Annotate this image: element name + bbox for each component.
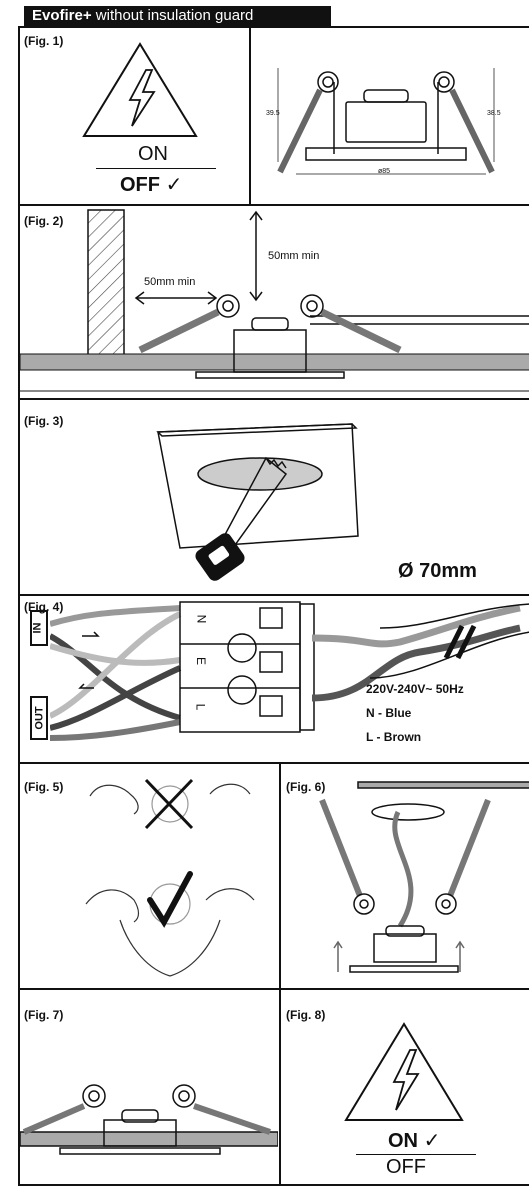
top-clearance-text: 50mm min bbox=[268, 250, 320, 262]
fig1-off-text: OFF ✓ bbox=[120, 172, 182, 197]
document-title: Evofire+ without insulation guard bbox=[24, 6, 331, 26]
fig8-panel bbox=[279, 988, 529, 1186]
warning-triangle-icon-2 bbox=[344, 1022, 464, 1121]
fitting-dimension-drawing bbox=[277, 68, 495, 175]
installed-fitting-drawing bbox=[20, 1084, 278, 1155]
voltage-text: 220V-240V~ 50Hz bbox=[366, 682, 464, 696]
title-subtitle: without insulation guard bbox=[91, 7, 254, 24]
fig7-label: (Fig. 7) bbox=[24, 1008, 64, 1022]
insertion-drawing bbox=[319, 781, 529, 973]
fig1-label: (Fig. 1) bbox=[24, 34, 64, 48]
dim-left-text: 39.5 bbox=[266, 110, 280, 117]
warning-triangle-icon bbox=[82, 42, 198, 137]
cutout-diameter-text: Ø 70mm bbox=[398, 560, 477, 582]
terminal-l: L bbox=[193, 703, 208, 711]
brand-name: Evofire+ bbox=[32, 7, 92, 24]
terminal-n: N bbox=[194, 614, 209, 624]
check-icon-2: ✓ bbox=[423, 1130, 441, 1152]
fig1-off-label: OFF bbox=[120, 174, 160, 196]
fig1-on-text: ON bbox=[138, 143, 168, 165]
out-tag-text: OUT bbox=[33, 706, 46, 730]
dim-right-text: 38.5 bbox=[487, 110, 501, 117]
fig5-label: (Fig. 5) bbox=[24, 780, 64, 794]
live-text: L - Brown bbox=[366, 730, 422, 744]
check-icon: ✓ bbox=[165, 174, 183, 196]
wiring-connector-drawing bbox=[50, 601, 529, 741]
side-clearance-text: 50mm min bbox=[144, 276, 196, 288]
in-tag: IN bbox=[30, 610, 48, 646]
out-tag: OUT bbox=[30, 696, 48, 740]
clearance-drawing bbox=[20, 209, 529, 392]
dim-bottom-text: ø85 bbox=[378, 168, 391, 175]
fig8-on-label: ON bbox=[388, 1130, 418, 1152]
in-tag-text: IN bbox=[31, 622, 44, 634]
fig3-label: (Fig. 3) bbox=[24, 414, 64, 428]
cutout-saw-drawing bbox=[156, 423, 359, 581]
fig8-label: (Fig. 8) bbox=[286, 1008, 326, 1022]
spring-handling-drawing bbox=[85, 778, 255, 977]
fig8-off-text: OFF bbox=[386, 1156, 426, 1178]
terminal-e: E bbox=[194, 656, 209, 666]
fig1-divider bbox=[96, 168, 216, 169]
fig8-on-text: ON ✓ bbox=[388, 1128, 440, 1153]
fig2-label: (Fig. 2) bbox=[24, 214, 64, 228]
fig8-divider bbox=[356, 1154, 476, 1155]
neutral-text: N - Blue bbox=[366, 706, 412, 720]
fig6-label: (Fig. 6) bbox=[286, 780, 326, 794]
